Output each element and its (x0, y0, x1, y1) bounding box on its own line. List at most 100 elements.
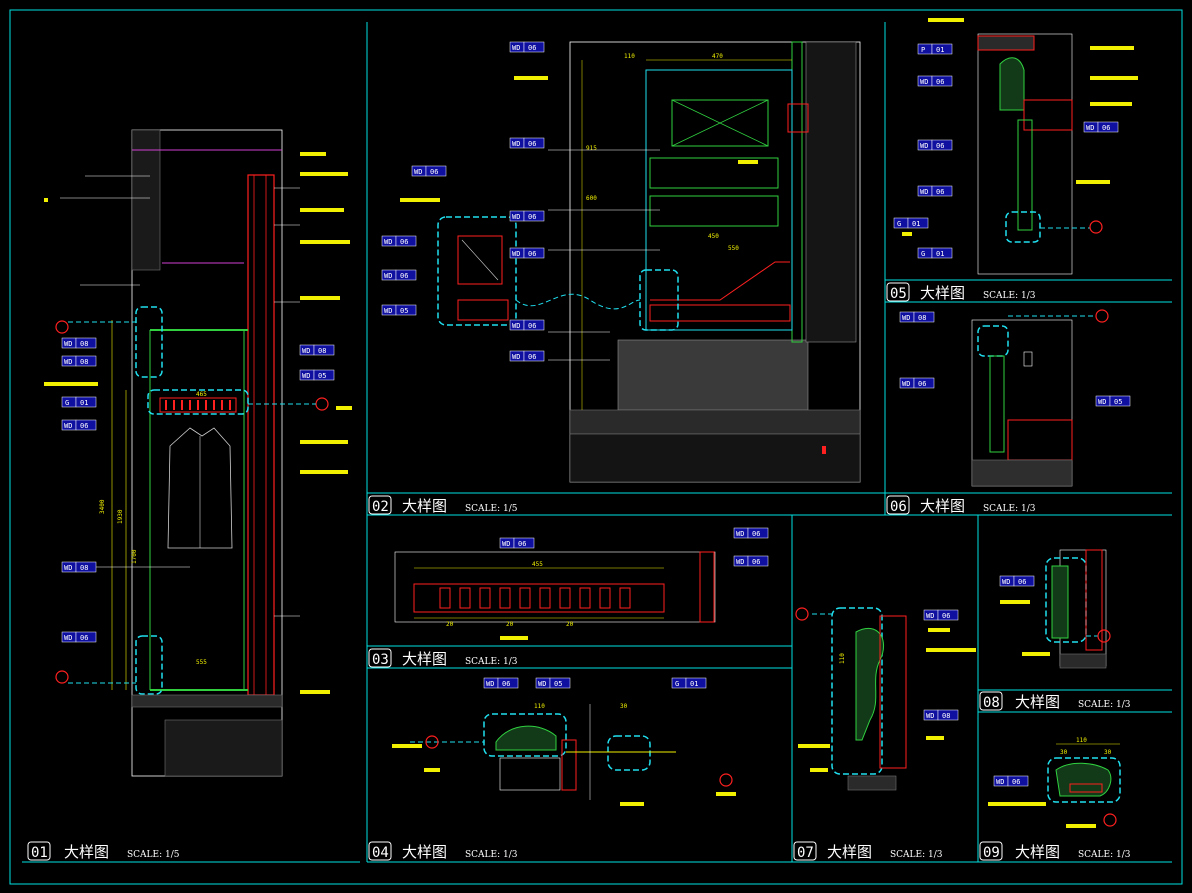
svg-text:WD: WD (384, 307, 392, 315)
svg-text:02: 02 (372, 499, 389, 515)
material-tag: WD 06 (499, 537, 535, 549)
svg-text:SCALE: 1/3: SCALE: 1/3 (465, 657, 518, 667)
svg-text:06: 06 (400, 238, 408, 246)
material-tag: WD 08 (61, 561, 97, 573)
material-tag: WD 06 (733, 555, 769, 567)
title-block-08: 08 大样图 SCALE: 1/3 (979, 691, 1131, 711)
svg-text:SCALE: 1/3: SCALE: 1/3 (983, 291, 1036, 301)
svg-text:06: 06 (502, 680, 510, 688)
svg-text:915: 915 (586, 145, 597, 152)
svg-text:SCALE: 1/3: SCALE: 1/3 (465, 850, 518, 860)
svg-text:08: 08 (942, 712, 950, 720)
svg-text:01: 01 (690, 680, 698, 688)
material-tag: WD 08 (299, 344, 335, 356)
svg-text:大样图: 大样图 (402, 497, 447, 515)
svg-text:WD: WD (736, 558, 744, 566)
title-block-06: 06 大样图 SCALE: 1/3 (886, 495, 1036, 515)
svg-text:WD: WD (902, 314, 910, 322)
svg-text:G: G (675, 680, 679, 688)
detail-09-drawing: 110 30 30 (988, 737, 1121, 828)
material-tag: WD 06 (1083, 121, 1119, 133)
svg-text:G: G (921, 250, 925, 258)
detail-04-drawing: 110 30 (392, 703, 736, 806)
svg-text:大样图: 大样图 (920, 284, 965, 302)
detail-06-drawing (971, 309, 1109, 487)
svg-text:大样图: 大样图 (827, 843, 872, 861)
svg-text:大样图: 大样图 (402, 843, 447, 861)
material-tag: G 01 (61, 396, 97, 408)
material-tag: WD 08 (923, 709, 959, 721)
svg-text:WD: WD (1098, 398, 1106, 406)
material-tag: WD 06 (509, 210, 545, 222)
svg-text:06: 06 (528, 322, 536, 330)
svg-text:WD: WD (64, 564, 72, 572)
svg-text:06: 06 (528, 250, 536, 258)
title-block-03: 03 大样图 SCALE: 1/3 (368, 648, 518, 668)
material-tag: WD 06 (381, 235, 417, 247)
svg-text:大样图: 大样图 (920, 497, 965, 515)
svg-text:110: 110 (624, 53, 635, 60)
material-tag: G 01 (671, 677, 707, 689)
svg-text:WD: WD (64, 634, 72, 642)
svg-text:WD: WD (384, 272, 392, 280)
svg-text:06: 06 (752, 558, 760, 566)
material-tag-group: WD 08 WD 08 G 01 WD 06 WD 08 (61, 41, 1131, 787)
svg-text:大样图: 大样图 (1015, 843, 1060, 861)
svg-text:WD: WD (64, 358, 72, 366)
svg-text:WD: WD (512, 140, 520, 148)
svg-text:06: 06 (936, 188, 944, 196)
svg-text:08: 08 (983, 695, 1000, 711)
material-tag: WD 06 (61, 419, 97, 431)
svg-text:06: 06 (936, 78, 944, 86)
svg-text:465: 465 (196, 391, 207, 398)
material-tag: G 01 (917, 247, 953, 259)
title-block-02: 02 大样图 SCALE: 1/5 (368, 495, 518, 515)
svg-text:06: 06 (518, 540, 526, 548)
material-tag: P 01 (917, 43, 953, 55)
svg-text:01: 01 (80, 399, 88, 407)
title-block-01: 01 大样图 SCALE: 1/5 (27, 841, 180, 861)
svg-text:1930: 1930 (117, 509, 124, 524)
svg-text:30: 30 (620, 703, 628, 710)
svg-text:SCALE: 1/5: SCALE: 1/5 (465, 504, 518, 514)
svg-text:SCALE: 1/3: SCALE: 1/3 (983, 504, 1036, 514)
svg-text:08: 08 (918, 314, 926, 322)
svg-text:06: 06 (936, 142, 944, 150)
svg-text:WD: WD (902, 380, 910, 388)
material-tag: WD 05 (535, 677, 571, 689)
svg-text:20: 20 (446, 621, 454, 628)
svg-text:WD: WD (302, 372, 310, 380)
svg-text:550: 550 (728, 245, 739, 252)
svg-text:WD: WD (512, 213, 520, 221)
svg-text:01: 01 (31, 845, 48, 861)
svg-text:08: 08 (80, 340, 88, 348)
svg-text:WD: WD (384, 238, 392, 246)
svg-text:110: 110 (1076, 737, 1087, 744)
svg-text:01: 01 (936, 46, 944, 54)
svg-text:WD: WD (926, 612, 934, 620)
svg-text:05: 05 (554, 680, 562, 688)
svg-text:04: 04 (372, 845, 389, 861)
detail-01-drawing: 3400 1930 1700 555 465 (44, 129, 352, 777)
material-tag: WD 06 (483, 677, 519, 689)
svg-text:WD: WD (920, 78, 928, 86)
svg-text:WD: WD (926, 712, 934, 720)
svg-text:06: 06 (80, 634, 88, 642)
svg-text:07: 07 (797, 845, 814, 861)
material-tag: WD 06 (999, 575, 1035, 587)
svg-text:WD: WD (414, 168, 422, 176)
svg-text:大样图: 大样图 (64, 843, 109, 861)
svg-text:SCALE: 1/3: SCALE: 1/3 (890, 850, 943, 860)
material-tag: WD 06 (917, 75, 953, 87)
svg-text:WD: WD (64, 422, 72, 430)
svg-text:09: 09 (983, 845, 1000, 861)
material-tag: WD 06 (923, 609, 959, 621)
material-tag: WD 06 (917, 185, 953, 197)
svg-text:05: 05 (318, 372, 326, 380)
svg-text:06: 06 (528, 353, 536, 361)
svg-text:05: 05 (890, 286, 907, 302)
detail-08-drawing (1000, 549, 1111, 669)
svg-text:P: P (921, 46, 925, 54)
svg-text:WD: WD (996, 778, 1004, 786)
